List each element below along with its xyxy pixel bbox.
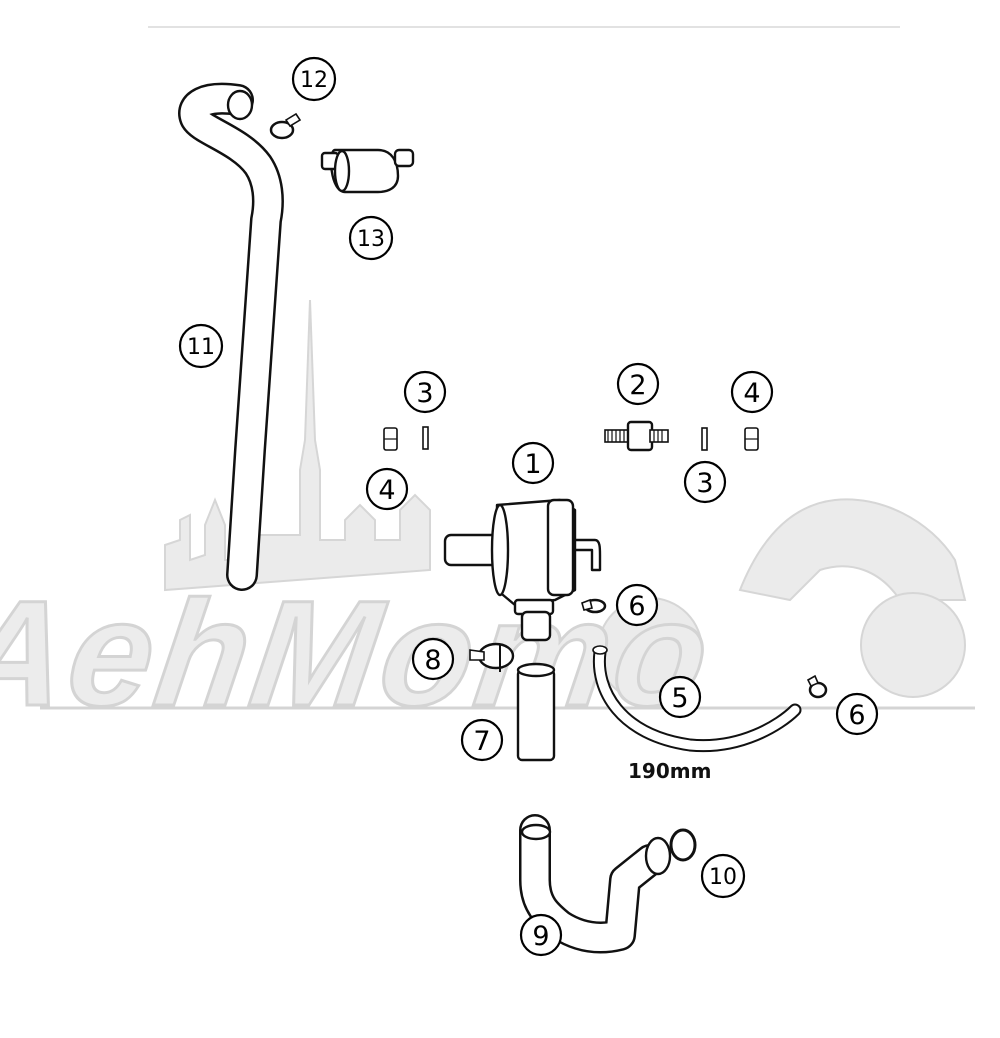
callout-10: 10 [700, 853, 746, 899]
part-3-washer-right [701, 427, 708, 451]
part-6-clamp-lower [806, 674, 828, 699]
callout-2: 2 [616, 362, 660, 406]
callout-4-left: 4 [365, 467, 409, 511]
part-2-bolt [604, 420, 669, 452]
part-10-oring [669, 828, 697, 862]
hose-length-label: 190mm [628, 759, 711, 783]
svg-text:7: 7 [473, 726, 490, 757]
svg-text:2: 2 [629, 370, 646, 401]
svg-text:12: 12 [300, 68, 328, 93]
svg-text:3: 3 [416, 378, 433, 409]
callout-6-upper: 6 [615, 583, 659, 627]
part-4-nut-left [383, 427, 398, 451]
watermark: AehMomo [0, 299, 975, 738]
svg-text:6: 6 [848, 700, 865, 731]
callout-6-lower: 6 [835, 692, 879, 736]
callout-3-left: 3 [403, 370, 447, 414]
svg-text:4: 4 [378, 475, 395, 506]
part-3-washer-left [422, 426, 429, 450]
callout-8: 8 [411, 637, 455, 681]
callout-7: 7 [460, 718, 504, 762]
callout-5: 5 [658, 675, 702, 719]
callout-13: 13 [348, 215, 394, 261]
part-1-valve [443, 498, 602, 642]
part-9-pipe [519, 814, 672, 954]
svg-text:8: 8 [424, 645, 441, 676]
callout-11: 11 [178, 323, 224, 369]
svg-text:5: 5 [671, 683, 688, 714]
svg-text:13: 13 [357, 227, 385, 252]
svg-text:11: 11 [187, 335, 215, 360]
callout-12: 12 [291, 56, 337, 102]
svg-text:3: 3 [696, 468, 713, 499]
callout-9: 9 [519, 913, 563, 957]
svg-text:10: 10 [709, 865, 737, 890]
part-11-hose [178, 82, 284, 591]
svg-text:4: 4 [743, 378, 760, 409]
watermark-skyline [164, 299, 431, 592]
callout-1: 1 [511, 441, 555, 485]
part-12-clamp [269, 112, 302, 140]
part-13-fitting [320, 148, 415, 194]
part-7-sleeve [516, 662, 556, 762]
part-4-nut-right [744, 427, 759, 451]
part-8-clip [469, 642, 515, 672]
svg-text:1: 1 [524, 449, 541, 480]
svg-text:9: 9 [532, 921, 549, 952]
part-6-clamp-upper [581, 598, 607, 614]
svg-text:6: 6 [628, 591, 645, 622]
watermark-wheel-front [860, 592, 966, 698]
callout-3-right: 3 [683, 460, 727, 504]
callout-4-right: 4 [730, 370, 774, 414]
part-5-hose [592, 645, 802, 753]
watermark-motorcycle [738, 498, 967, 602]
